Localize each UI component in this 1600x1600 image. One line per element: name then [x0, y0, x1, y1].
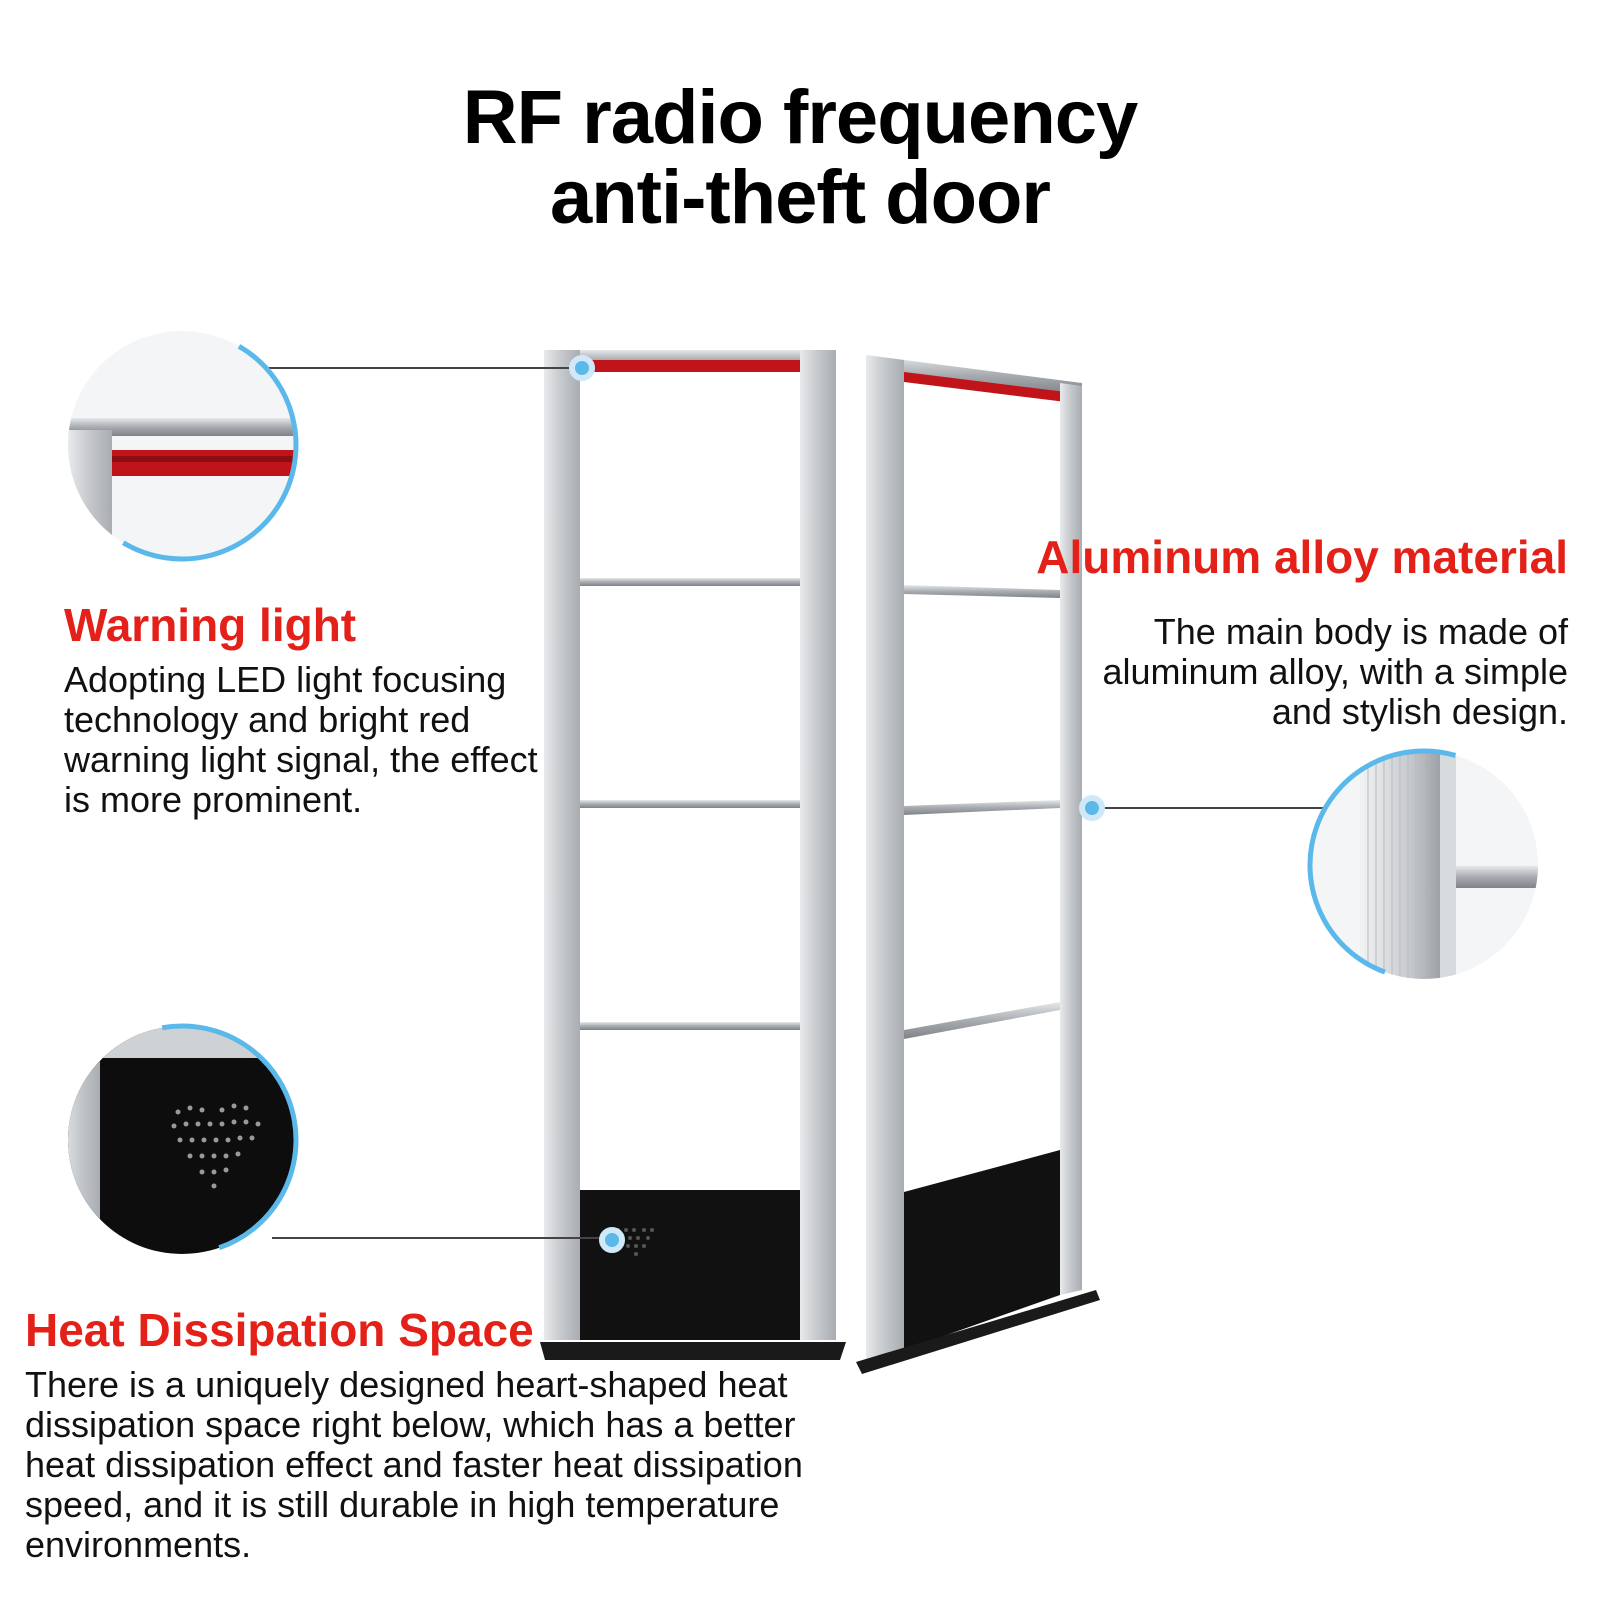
front-gate-left-pillar	[544, 350, 580, 1340]
front-gate-bar-1	[580, 578, 800, 586]
front-gate	[540, 350, 846, 1360]
rear-gate-foot	[856, 1290, 1100, 1374]
heart-vent-large-icon	[171, 1103, 261, 1189]
rear-gate-bar-2	[904, 800, 1060, 815]
front-gate-base-panel	[580, 1190, 800, 1340]
front-gate-bar-3	[580, 1022, 800, 1030]
rear-gate-warning-light	[904, 372, 1066, 402]
front-gate-right-pillar	[800, 350, 836, 1340]
rear-gate	[856, 355, 1100, 1374]
rear-gate-base-panel	[904, 1150, 1060, 1350]
front-gate-foot	[540, 1342, 846, 1360]
aluminum-heading: Aluminum alloy material	[1036, 531, 1568, 583]
rear-gate-top-rail	[866, 355, 1082, 395]
title-line-1: RF radio frequency	[462, 75, 1139, 160]
warning-light-heading: Warning light	[64, 599, 357, 651]
front-gate-warning-light	[580, 360, 802, 372]
heat-zoom-circle	[65, 1023, 299, 1257]
aluminum-marker-dot	[1079, 795, 1105, 821]
heat-dissipation-description: There is a uniquely designed heart-shape…	[25, 1364, 803, 1565]
rear-gate-right-pillar	[1060, 383, 1082, 1295]
rear-gate-bar-1	[904, 585, 1060, 598]
page-title: RF radio frequency anti-theft door	[0, 78, 1600, 238]
front-gate-bar-2	[580, 800, 800, 808]
heat-marker-dot	[599, 1227, 625, 1253]
heat-dissipation-heading: Heat Dissipation Space	[25, 1304, 534, 1356]
aluminum-zoom-circle	[1307, 748, 1541, 982]
rear-gate-left-pillar	[866, 355, 904, 1360]
rear-gate-bar-3	[904, 1002, 1060, 1039]
title-line-2: anti-theft door	[549, 155, 1051, 240]
aluminum-description: The main body is made of aluminum alloy,…	[1102, 611, 1568, 732]
warning-marker-dot	[569, 355, 595, 381]
warning-zoom-circle	[65, 328, 299, 562]
warning-light-description: Adopting LED light focusing technology a…	[64, 659, 538, 820]
